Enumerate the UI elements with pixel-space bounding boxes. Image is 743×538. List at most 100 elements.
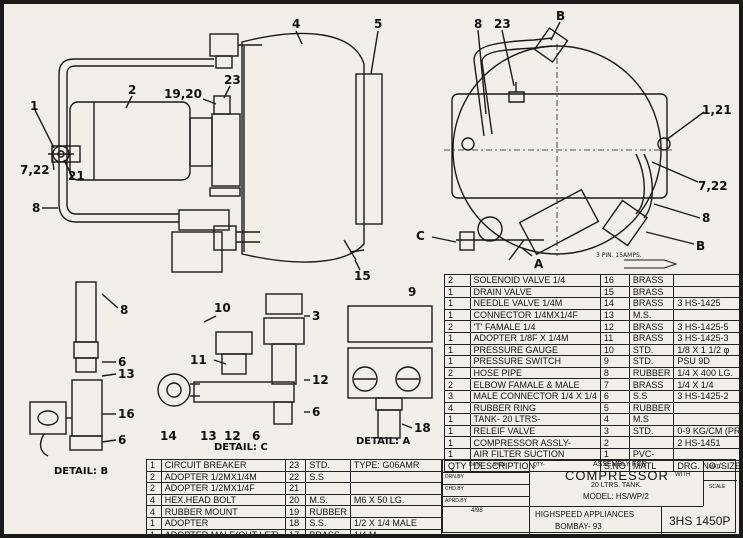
table-cell: 1 [444,413,471,426]
callout-dc-12a: 12 [312,373,329,387]
table-cell: 7 [599,378,630,391]
hose-pipe-right [473,37,553,137]
table-cell: BRASS [628,378,675,391]
table-cell: ADOPTER MALE(OUT LET) [160,528,287,534]
table-cell: 3 HS-1425 [673,297,739,310]
table-cell: 2 [444,274,471,287]
table-cell: NEEDLE VALVE 1/4M [469,297,601,310]
approved-by: APRD.BY [445,498,467,504]
table-cell: 1 [146,459,162,472]
valve-body [171,231,223,273]
callout-r8: 8 [474,17,483,31]
table-cell: 2 [146,470,162,484]
callout-dc-14: 14 [160,429,177,443]
side-view [431,21,705,269]
pressure-switch-top [347,305,433,343]
callout-19-20: 19,20 [164,87,202,101]
matl-label: MATL- [709,464,724,470]
table-cell [673,308,739,322]
table-cell: ADOPTER 1/2MX1/4F [160,482,287,495]
table-cell: 3 HS-1425-5 [673,320,739,333]
front-view [34,30,383,273]
matl-box [703,460,738,506]
table-cell: M.S [628,413,675,426]
table-cell: TANK- 20 LTRS- [469,413,601,426]
callout-db-6b: 6 [118,433,127,447]
motor-flange [189,117,213,167]
detail-c-title: DETAIL: C [214,442,268,453]
table-cell: ADOPTER [160,516,287,530]
table-cell: DRG. NO./SIZE [673,459,739,473]
callout-dc-13: 13 [200,429,217,443]
table-cell: RUBBER [628,401,675,415]
table-cell: BRASS [628,331,675,345]
detail-c [157,293,310,425]
table-cell [673,401,739,415]
table-cell: PSU 9D [673,355,739,368]
left-hose-pipe [58,74,68,204]
hose-pipe-lower [635,153,653,219]
compressor-head [211,113,241,187]
callout-r8b: 8 [702,211,711,225]
callout-dc-6a: 6 [252,429,261,443]
table-cell [305,482,351,495]
callout-8: 8 [32,201,41,215]
motor-side-outline [451,93,668,199]
callout-23: 23 [224,73,241,87]
gauge-body-c [215,331,253,355]
drg-box [661,506,738,534]
table-cell: 8 [599,366,630,380]
table-cell: 3 HS-1425-3 [673,331,739,345]
callout-dc-3: 3 [312,309,321,323]
table-cell: 2 [146,482,162,495]
table-cell: 20 [285,493,307,507]
table-cell: CONNECTOR 1/4MX1/4F [469,308,601,322]
table-cell: 15 [599,285,630,299]
assembly-for: ASSEMBLY FOR [593,461,647,468]
table-cell: 2 [444,366,471,380]
valve-b [71,379,103,437]
pressure-gauge-side [477,216,503,242]
table-cell: 3 HS-1425-2 [673,389,739,403]
table-cell: STD. [305,459,351,472]
detail-a [347,305,433,439]
table-cell: 4 [146,493,162,507]
table-cell: RUBBER [305,505,351,518]
callout-rC: C [416,229,425,243]
table-cell: HOSE PIPE [469,366,601,380]
callout-db-13: 13 [118,367,135,381]
top-fitting [209,33,239,57]
tank-end-plate [355,73,383,225]
table-cell: 2 [444,378,471,391]
table-cell: 11 [599,331,630,345]
table-cell: MALE CONNECTOR 1/4 X 1/4 [469,389,601,403]
callout-1: 1 [30,99,39,113]
table-cell [673,413,739,426]
top-pipe [58,58,214,75]
table-cell: 1/2 X 1/4 MALE [349,516,443,530]
hose-b [75,281,97,343]
needle-valve-c [157,373,191,407]
table-cell [349,505,443,518]
bottom-elbow [601,199,649,247]
valve-assembly [518,188,600,256]
sign-grid [443,460,530,534]
table-cell: S.S [305,470,351,484]
table-cell: 1 [444,355,471,368]
callout-15: 15 [354,269,371,283]
table-cell: M6 X 50 LG. [349,493,443,507]
assembly-tank: 20 LTRS. TANK. [591,482,642,489]
compressor-motor [69,101,191,181]
table-cell: ELBOW FAMALE & MALE [469,378,601,391]
callout-dc-12b: 12 [224,429,241,443]
table-cell: 19 [285,505,307,518]
